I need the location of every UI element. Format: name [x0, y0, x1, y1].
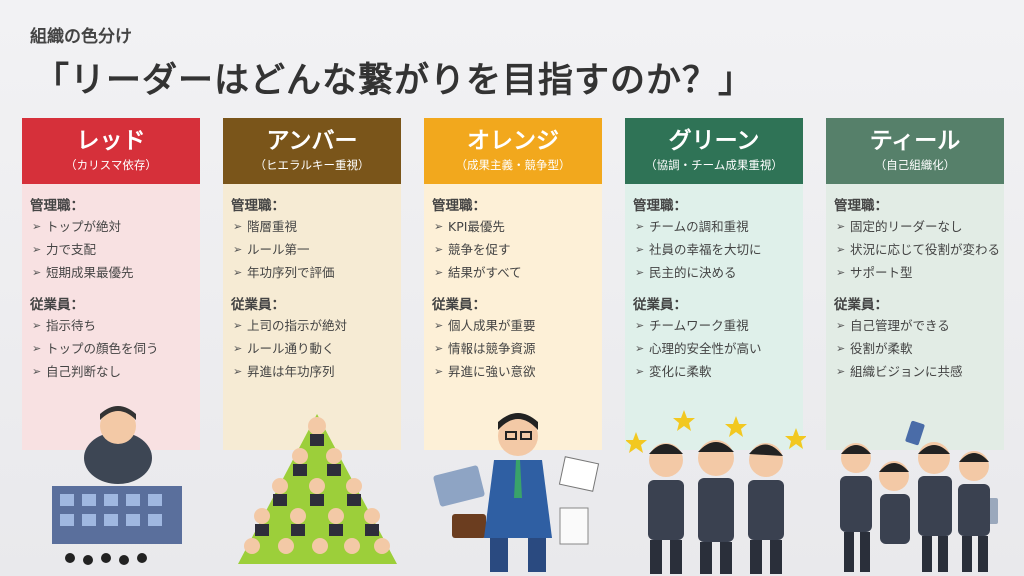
list-item: チームの調和重視 [633, 218, 803, 235]
list-item: KPI最優先 [432, 218, 602, 235]
list-item: サポート型 [834, 264, 1004, 281]
staff-list: 個人成果が重要情報は競争資源昇進に強い意欲 [432, 317, 602, 380]
org-card-4: グリーン （協調・チーム成果重視） 管理職： チームの調和重視社員の幸福を大切に民主的… [625, 118, 803, 450]
list-item: 指示待ち [30, 317, 200, 334]
card-title: レッド [76, 128, 146, 154]
manager-list: KPI最優先競争を促す結果がすべて [432, 218, 602, 281]
page-title: 「リーダーはどんな繋がりを目指すのか？」 [34, 61, 755, 101]
card-title: オレンジ [467, 128, 559, 154]
card-title: アンバー [266, 128, 358, 154]
card-subtitle: （カリスマ依存） [65, 158, 157, 172]
list-item: 年功序列で評価 [231, 264, 401, 281]
manager-heading: 管理職： [30, 198, 84, 214]
list-item: 役割が柔軟 [834, 340, 1004, 357]
staff-list: 指示待ちトップの顔色を伺う自己判断なし [30, 317, 200, 380]
card-header: ティール （自己組織化） [826, 118, 1004, 184]
card-body: 管理職： 階層重視ルール第一年功序列で評価従業員： 上司の指示が絶対ルール通り動く昇… [223, 184, 401, 450]
list-item: 短期成果最優先 [30, 264, 200, 281]
staff-list: 上司の指示が絶対ルール通り動く昇進は年功序列 [231, 317, 401, 380]
list-item: チームワーク重視 [633, 317, 803, 334]
list-item: 昇進に強い意欲 [432, 363, 602, 380]
staff-heading: 従業員： [834, 297, 888, 313]
green-team-illustration [626, 410, 806, 574]
card-header: グリーン （協調・チーム成果重視） [625, 118, 803, 184]
list-item: 上司の指示が絶対 [231, 317, 401, 334]
page-subtitle: 組織の色分け [30, 27, 132, 47]
list-item: 情報は競争資源 [432, 340, 602, 357]
list-item: 力で支配 [30, 241, 200, 258]
list-item: 結果がすべて [432, 264, 602, 281]
list-item: 個人成果が重要 [432, 317, 602, 334]
card-header: オレンジ （成果主義・競争型） [424, 118, 602, 184]
staff-heading: 従業員： [633, 297, 687, 313]
card-header: アンバー （ヒエラルキー重視） [223, 118, 401, 184]
list-item: 階層重視 [231, 218, 401, 235]
manager-list: チームの調和重視社員の幸福を大切に民主的に決める [633, 218, 803, 281]
org-card-1: レッド （カリスマ依存） 管理職： トップが絶対力で支配短期成果最優先従業員： 指示待ち… [22, 118, 200, 450]
org-card-3: オレンジ （成果主義・競争型） 管理職： KPI最優先競争を促す結果がすべて従業員： 個… [424, 118, 602, 450]
list-item: トップが絶対 [30, 218, 200, 235]
manager-list: トップが絶対力で支配短期成果最優先 [30, 218, 200, 281]
list-item: 自己管理ができる [834, 317, 1004, 334]
list-item: トップの顔色を伺う [30, 340, 200, 357]
list-item: 心理的安全性が高い [633, 340, 803, 357]
list-item: 競争を促す [432, 241, 602, 258]
list-item: 社員の幸福を大切に [633, 241, 803, 258]
list-item: 組織ビジョンに共感 [834, 363, 1004, 380]
card-body: 管理職： トップが絶対力で支配短期成果最優先従業員： 指示待ちトップの顔色を伺う自己… [22, 184, 200, 450]
manager-heading: 管理職： [834, 198, 888, 214]
staff-heading: 従業員： [231, 297, 285, 313]
list-item: 自己判断なし [30, 363, 200, 380]
list-item: 昇進は年功序列 [231, 363, 401, 380]
card-subtitle: （自己組織化） [874, 158, 956, 172]
org-card-5: ティール （自己組織化） 管理職： 固定的リーダーなし状況に応じて役割が変わるサポート… [826, 118, 1004, 450]
card-subtitle: （成果主義・競争型） [455, 158, 571, 172]
card-subtitle: （ヒエラルキー重視） [254, 158, 370, 172]
org-card-2: アンバー （ヒエラルキー重視） 管理職： 階層重視ルール第一年功序列で評価従業員： 上司… [223, 118, 401, 450]
orange-busy-worker-illustration [433, 413, 600, 572]
list-item: 状況に応じて役割が変わる [834, 241, 1004, 258]
card-title: グリーン [668, 128, 760, 154]
red-boss-illustration [52, 406, 182, 565]
list-item: 民主的に決める [633, 264, 803, 281]
list-item: ルール第一 [231, 241, 401, 258]
card-body: 管理職： 固定的リーダーなし状況に応じて役割が変わるサポート型従業員： 自己管理がで… [826, 184, 1004, 450]
list-item: ルール通り動く [231, 340, 401, 357]
manager-list: 階層重視ルール第一年功序列で評価 [231, 218, 401, 281]
card-header: レッド （カリスマ依存） [22, 118, 200, 184]
list-item: 固定的リーダーなし [834, 218, 1004, 235]
card-subtitle: （協調・チーム成果重視） [645, 158, 783, 172]
card-body: 管理職：チームの調和重視社員の幸福を大切に民主的に決める従業員：チームワーク重視… [625, 184, 803, 450]
teal-selforganizing-team-illustration [840, 420, 998, 572]
card-body: 管理職： KPI最優先競争を促す結果がすべて従業員： 個人成果が重要情報は競争資源昇… [424, 184, 602, 450]
amber-pyramid-illustration [238, 414, 397, 564]
manager-list: 固定的リーダーなし状況に応じて役割が変わるサポート型 [834, 218, 1004, 281]
staff-list: チームワーク重視心理的安全性が高い変化に柔軟 [633, 317, 803, 380]
manager-heading: 管理職： [231, 198, 285, 214]
staff-list: 自己管理ができる役割が柔軟組織ビジョンに共感 [834, 317, 1004, 380]
staff-heading: 従業員： [30, 297, 84, 313]
manager-heading: 管理職： [633, 198, 687, 214]
card-title: ティール [869, 128, 961, 154]
list-item: 変化に柔軟 [633, 363, 803, 380]
manager-heading: 管理職： [432, 198, 486, 214]
staff-heading: 従業員： [432, 297, 486, 313]
